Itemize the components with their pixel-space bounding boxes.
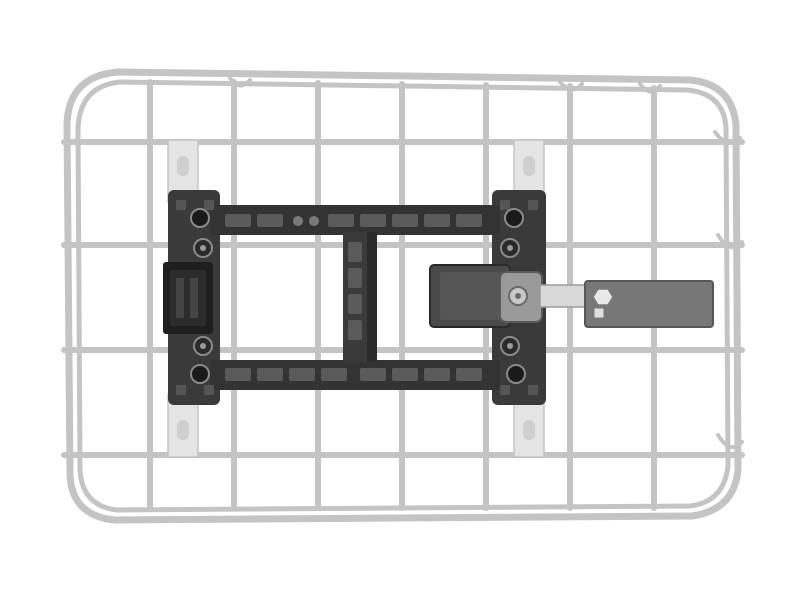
top-rail-mark-a [293,216,303,226]
lever-tab [593,307,605,319]
plate-screws [190,208,526,384]
wire-basket [61,68,745,524]
plate-top-rail [210,205,500,235]
plate-bottom-rail [210,360,500,390]
center-strut-slots [348,242,362,340]
mounting-plate [163,190,546,405]
basket-vertical-wires [147,79,657,511]
basket-outer-rim [63,68,742,524]
screw-bl [190,364,210,384]
lever-connector [539,284,591,308]
screw-br [506,364,526,384]
wire-clips-right [713,130,744,450]
screw-tl [190,208,210,228]
bottom-rail-slots [225,368,482,381]
top-rail-slots [225,214,482,227]
screw-tr [504,208,524,228]
lever-hex-nut [592,288,614,306]
basket-inner-rim [75,79,731,513]
lever-handle [584,280,714,328]
release-lever [539,280,714,328]
wire-clips-top [228,76,662,94]
plate-center-strut-right [367,232,377,362]
top-rail-mark-b [309,216,319,226]
